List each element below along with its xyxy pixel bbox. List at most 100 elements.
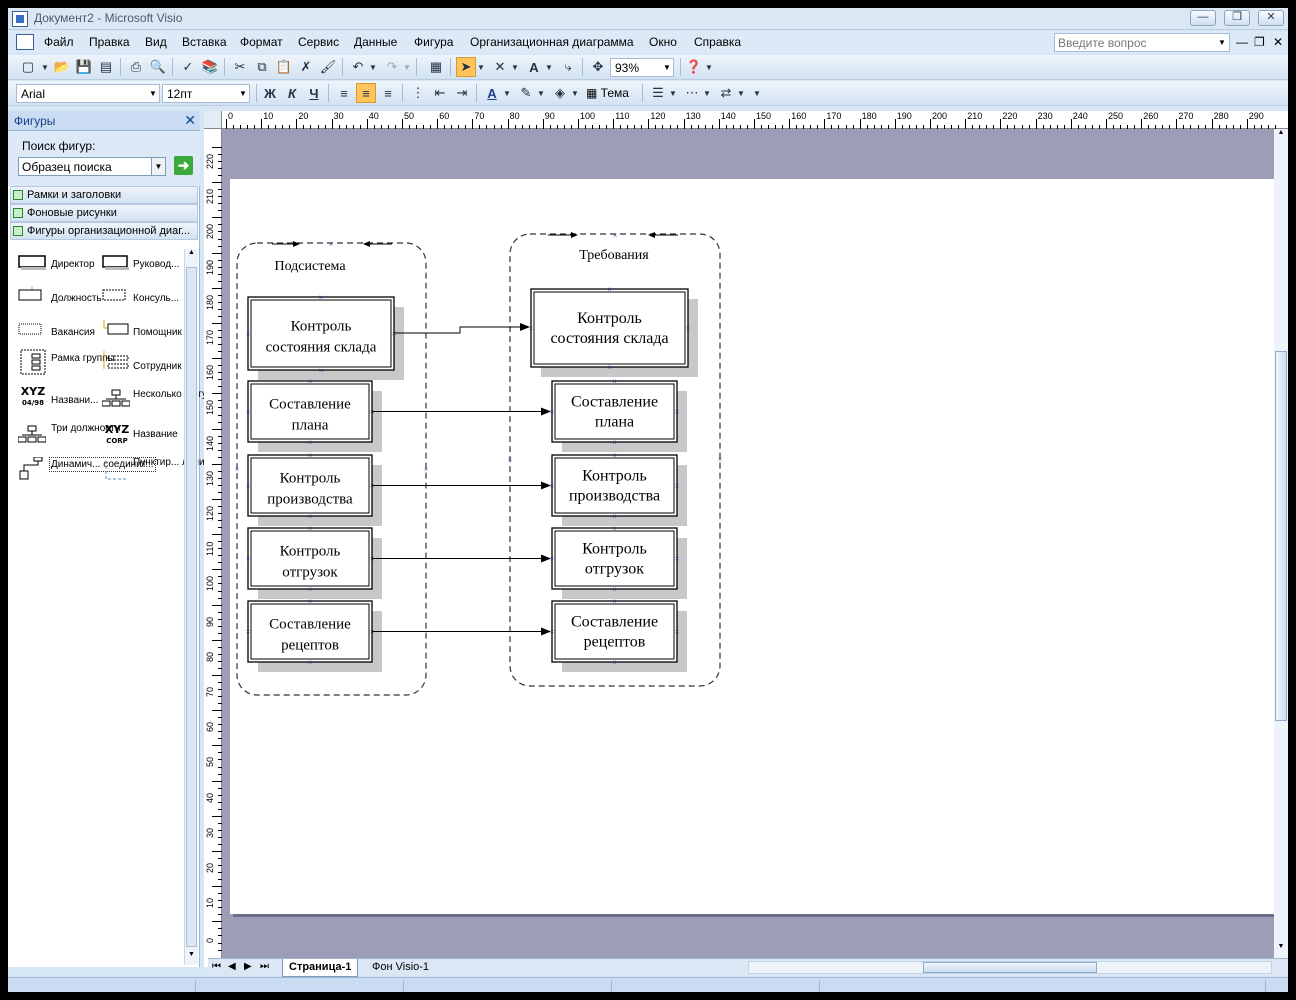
- save-icon[interactable]: 💾: [75, 59, 93, 74]
- connection-point-tool-icon[interactable]: ✕: [494, 59, 506, 74]
- visio-app-icon[interactable]: [12, 11, 28, 27]
- toolbar-options-icon[interactable]: ▼: [753, 88, 761, 98]
- font-size-combo[interactable]: 12пт ▼: [162, 84, 250, 103]
- print-icon[interactable]: ⎙: [130, 59, 142, 74]
- staff-shape-icon[interactable]: [102, 351, 130, 373]
- menu-shape[interactable]: Фигура: [414, 35, 454, 49]
- bold-button[interactable]: Ж: [264, 85, 276, 101]
- next-page-icon[interactable]: ▶: [244, 961, 252, 972]
- menu-file[interactable]: Файл: [44, 35, 74, 49]
- scroll-thumb[interactable]: [923, 962, 1097, 973]
- chevron-down-icon[interactable]: ▼: [41, 62, 49, 72]
- menu-tools[interactable]: Сервис: [298, 35, 340, 49]
- manager-shape-icon[interactable]: [102, 255, 130, 271]
- shape-search-input[interactable]: Образец поиска ▼: [18, 157, 166, 176]
- shape-item-label[interactable]: Несколько фигур: [133, 389, 213, 400]
- spelling-icon[interactable]: ✓: [182, 59, 194, 74]
- pointer-tool-icon[interactable]: ➤: [456, 57, 476, 77]
- stencil-backgrounds[interactable]: Фоновые рисунки: [10, 204, 198, 222]
- help-question-input[interactable]: Введите вопрос ▼: [1054, 33, 1230, 52]
- menu-insert[interactable]: Вставка: [182, 35, 227, 49]
- chevron-down-icon[interactable]: ▼: [239, 89, 247, 98]
- chevron-down-icon[interactable]: ▼: [503, 88, 511, 98]
- bullets-icon[interactable]: ⋮: [411, 85, 425, 100]
- shape-item-label[interactable]: Руковод...: [133, 259, 180, 270]
- chevron-down-icon[interactable]: ▼: [669, 88, 677, 98]
- shape-item-label[interactable]: Помощник: [133, 327, 182, 338]
- menu-window[interactable]: Окно: [649, 35, 677, 49]
- increase-indent-icon[interactable]: ⇥: [456, 85, 468, 100]
- font-combo[interactable]: Arial ▼: [16, 84, 160, 103]
- scroll-down-icon[interactable]: ▼: [1277, 943, 1285, 950]
- menu-data[interactable]: Данные: [354, 35, 398, 49]
- permission-icon[interactable]: ▤: [99, 59, 113, 74]
- copy-icon[interactable]: ⧉: [257, 59, 267, 74]
- executive-shape-icon[interactable]: [18, 255, 46, 271]
- multiple-shapes-icon[interactable]: [102, 389, 130, 409]
- shape-item-label[interactable]: Консуль...: [133, 293, 180, 304]
- shape-item-label[interactable]: Пунктир... линия от...: [133, 457, 230, 468]
- doc-restore-button[interactable]: ❐: [1254, 35, 1265, 49]
- stencil-frames-titles[interactable]: Рамки и заголовки: [10, 186, 198, 204]
- three-positions-icon[interactable]: [18, 425, 46, 445]
- cut-icon[interactable]: ✂: [234, 59, 246, 74]
- chevron-down-icon[interactable]: ▼: [151, 158, 165, 175]
- menu-help[interactable]: Справка: [694, 35, 742, 49]
- minimize-button[interactable]: —: [1190, 10, 1216, 26]
- help-icon[interactable]: ❓: [685, 59, 703, 74]
- chevron-down-icon[interactable]: ▼: [149, 89, 157, 98]
- chevron-down-icon[interactable]: ▼: [545, 62, 553, 72]
- horizontal-scrollbar[interactable]: [748, 961, 1272, 974]
- paste-icon[interactable]: 📋: [275, 59, 293, 74]
- shape-item-label[interactable]: Динамич... соединит...: [49, 457, 156, 472]
- chevron-down-icon[interactable]: ▼: [663, 63, 671, 72]
- open-folder-icon[interactable]: 📂: [53, 59, 71, 74]
- dynamic-connector-icon[interactable]: [18, 457, 46, 481]
- chevron-down-icon[interactable]: ▼: [703, 88, 711, 98]
- prev-page-icon[interactable]: ◀: [228, 961, 236, 972]
- chevron-down-icon[interactable]: ▼: [369, 62, 377, 72]
- doc-minimize-button[interactable]: —: [1236, 35, 1248, 49]
- decrease-indent-icon[interactable]: ⇤: [434, 85, 446, 100]
- zoom-combo[interactable]: 93% ▼: [610, 58, 674, 77]
- dotted-line-icon[interactable]: [102, 459, 130, 483]
- shape-item-label[interactable]: Названи...: [51, 395, 99, 406]
- scroll-thumb[interactable]: [1275, 351, 1287, 721]
- shape-item-label[interactable]: Должность: [51, 293, 102, 304]
- shape-item-label[interactable]: Три должности: [51, 423, 121, 434]
- chevron-down-icon[interactable]: ▼: [511, 62, 519, 72]
- line-ends-icon[interactable]: ⇄: [720, 85, 732, 100]
- assistant-shape-icon[interactable]: [102, 320, 130, 336]
- position-shape-icon[interactable]: [18, 286, 46, 302]
- chevron-down-icon[interactable]: ▼: [1218, 38, 1226, 47]
- menu-org-chart[interactable]: Организационная диаграмма: [470, 35, 634, 49]
- close-icon[interactable]: ✕: [184, 112, 196, 128]
- close-button[interactable]: ✕: [1258, 10, 1284, 26]
- first-page-icon[interactable]: ⏮: [212, 961, 221, 972]
- italic-button[interactable]: К: [288, 85, 296, 101]
- shape-item-label[interactable]: Директор: [51, 259, 95, 270]
- tab-background-page[interactable]: Фон Visio-1: [372, 961, 430, 973]
- scroll-up-icon[interactable]: ▲: [188, 249, 195, 256]
- vacancy-shape-icon[interactable]: [18, 320, 46, 336]
- shape-item-label[interactable]: Название: [133, 429, 178, 440]
- consultant-shape-icon[interactable]: [102, 286, 130, 302]
- line-pattern-icon[interactable]: ⋯: [685, 85, 699, 100]
- line-color-icon[interactable]: ✎: [520, 85, 532, 100]
- print-preview-icon[interactable]: 🔍: [149, 59, 167, 74]
- menu-format[interactable]: Формат: [240, 35, 283, 49]
- toolbar-options-icon[interactable]: ▼: [705, 62, 713, 72]
- line-weight-icon[interactable]: ☰: [652, 85, 664, 100]
- chevron-down-icon[interactable]: ▼: [537, 88, 545, 98]
- align-left-icon[interactable]: ≡: [340, 85, 348, 101]
- fill-color-icon[interactable]: ◈: [555, 85, 565, 100]
- ruler-corner[interactable]: [204, 111, 222, 129]
- format-painter-icon[interactable]: 🖌: [319, 59, 337, 74]
- pan-zoom-icon[interactable]: ✥: [592, 59, 604, 74]
- theme-button[interactable]: ▦ Тема: [586, 86, 629, 100]
- team-frame-shape-icon[interactable]: [20, 349, 46, 375]
- chevron-down-icon[interactable]: ▼: [403, 62, 411, 72]
- document-icon[interactable]: [16, 34, 34, 50]
